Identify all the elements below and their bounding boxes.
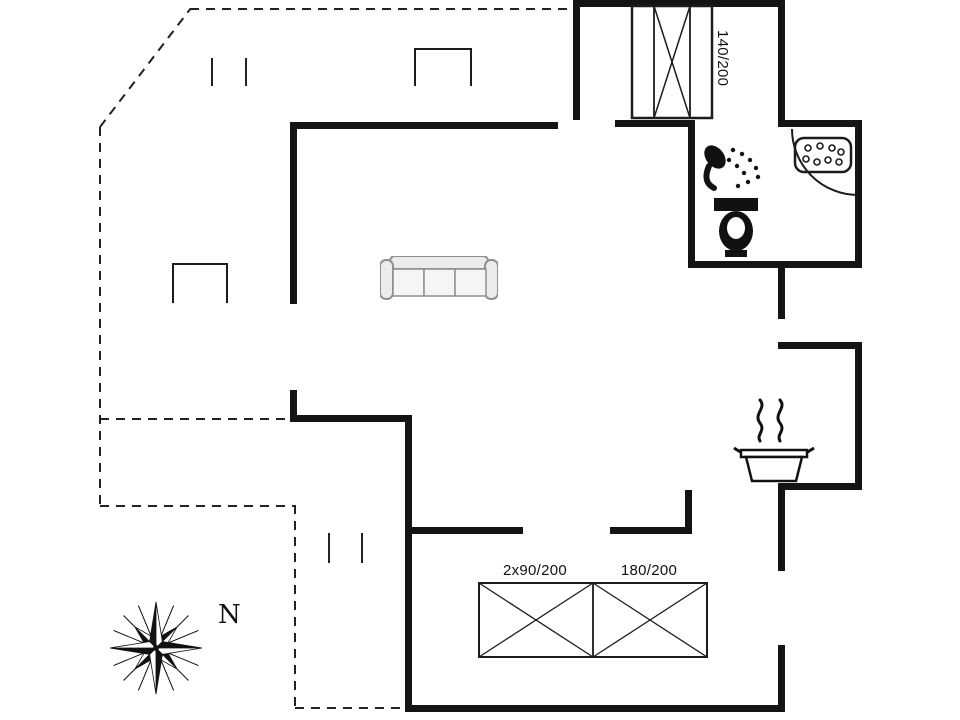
twin-beds-icon bbox=[478, 582, 708, 658]
wall-segment bbox=[778, 483, 785, 571]
wall-segment bbox=[610, 527, 692, 534]
compass-rose-icon bbox=[109, 601, 203, 695]
wall-segment bbox=[615, 120, 695, 127]
terrace-marker-icon bbox=[245, 58, 247, 86]
double-bed-icon bbox=[630, 4, 714, 120]
terrace-marker-icon bbox=[328, 533, 330, 563]
stove-pot-icon bbox=[733, 398, 815, 483]
sofa-icon bbox=[380, 256, 498, 300]
terrace-outline-lower bbox=[100, 505, 296, 507]
toilet-icon bbox=[714, 198, 758, 257]
wall-segment bbox=[778, 483, 862, 490]
wall-segment bbox=[855, 120, 862, 268]
wall-segment bbox=[688, 120, 695, 268]
terrace-table-icon bbox=[172, 263, 228, 303]
shower-icon bbox=[703, 145, 761, 191]
wall-segment bbox=[405, 527, 523, 534]
wall-segment bbox=[290, 122, 558, 129]
wall-segment bbox=[573, 0, 580, 120]
bed-size-label: 2x90/200 bbox=[502, 562, 568, 579]
door-arc-icon bbox=[791, 128, 859, 196]
terrace-table-icon bbox=[414, 48, 472, 86]
terrace-outline-diagonal bbox=[99, 8, 192, 128]
wall-segment bbox=[778, 342, 862, 349]
wall-segment bbox=[290, 390, 297, 422]
terrace-outline-top bbox=[190, 8, 575, 10]
wall-segment bbox=[290, 122, 297, 304]
wall-segment bbox=[778, 261, 785, 319]
wall-segment bbox=[405, 705, 785, 712]
wall-segment bbox=[778, 645, 785, 712]
terrace-outline-mid bbox=[100, 418, 290, 420]
bed-size-label: 180/200 bbox=[620, 562, 678, 579]
bed-size-label: 140/200 bbox=[714, 30, 731, 87]
terrace-marker-icon bbox=[211, 58, 213, 86]
wall-segment bbox=[405, 415, 412, 712]
compass-north-label: N bbox=[218, 600, 241, 630]
wall-segment bbox=[573, 0, 785, 7]
wall-segment bbox=[785, 120, 862, 127]
terrace-outline-right bbox=[294, 505, 296, 709]
wall-segment bbox=[685, 490, 692, 534]
terrace-marker-icon bbox=[361, 533, 363, 563]
wall-segment bbox=[778, 0, 785, 127]
wall-segment bbox=[290, 415, 412, 422]
washbasin-icon bbox=[793, 136, 853, 174]
terrace-outline-left bbox=[99, 127, 101, 507]
wall-segment bbox=[688, 261, 862, 268]
wall-segment bbox=[855, 342, 862, 490]
terrace-outline-bottom bbox=[295, 707, 407, 709]
